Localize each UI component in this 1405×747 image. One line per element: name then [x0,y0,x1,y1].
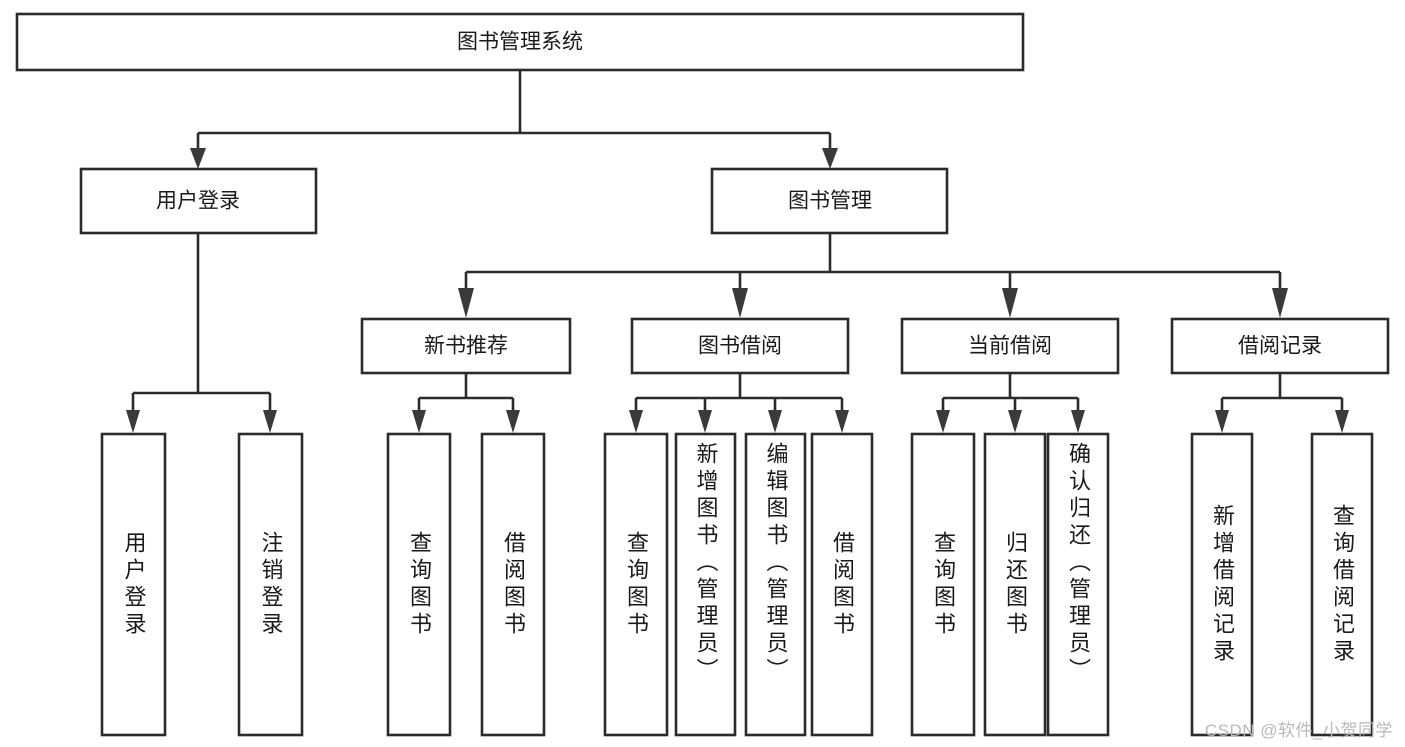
leaf-box-nbr-1[interactable] [386,432,452,737]
leaf-current-borrow-2-label: 归还图书 [1003,530,1028,639]
leaf-book-borrow-1-label: 查询图书 [624,530,649,639]
leaf-box-user-login-2[interactable] [237,432,304,737]
connector-group-book-manage [458,233,1288,318]
node-current-borrow-label: 当前借阅 [968,335,1052,358]
arrow-head-bm-4-icon [1272,288,1288,318]
arrow-head-user-login-2-icon [263,410,277,433]
arrow-head-bm-2-icon [732,288,748,318]
leaf-borrow-record-1-label: 新增借阅记录 [1210,503,1235,666]
leaf-current-borrow-3-label: 确认归还（管理员） [1066,442,1091,685]
node-book-manage-label: 图书管理 [788,190,872,213]
node-borrow-record[interactable]: 借阅记录 [1170,317,1390,375]
leaf-user-login-2-label: 注销登录 [258,530,284,639]
arrow-head-bb-3-icon [768,410,782,433]
leaf-user-login-1[interactable]: 用户登录 [102,434,165,735]
node-book-borrow-label: 图书借阅 [698,335,782,358]
leaf-box-bb-2[interactable] [674,432,737,737]
node-user-login-label: 用户登录 [156,190,240,213]
leaf-current-borrow-1[interactable]: 查询图书 [912,434,974,735]
arrow-head-br-1-icon [1215,410,1229,433]
node-root[interactable]: 图书管理系统 [15,12,1025,72]
leaf-book-borrow-3[interactable]: 编辑图书（管理员） [746,434,805,735]
arrow-head-bm-1-icon [458,288,474,318]
leaf-book-borrow-2[interactable]: 新增图书（管理员） [676,434,735,735]
arrow-head-br-2-icon [1335,410,1349,433]
leaf-book-borrow-4[interactable]: 借阅图书 [812,434,872,735]
node-book-borrow[interactable]: 图书借阅 [630,317,850,375]
connector-group-root [190,70,838,169]
leaf-user-login-1-label: 用户登录 [121,530,147,639]
leaf-current-borrow-2[interactable]: 归还图书 [985,434,1045,735]
leaf-book-borrow-1[interactable]: 查询图书 [605,434,667,735]
leaf-new-book-recommend-2-label: 借阅图书 [501,530,526,639]
leaf-user-login-2[interactable]: 注销登录 [239,434,302,735]
leaf-box-br-2[interactable] [1310,432,1374,737]
leaf-box-rects [100,432,1374,737]
connector-group-current-borrow [936,373,1085,433]
leaf-current-borrow-3[interactable]: 确认归还（管理员） [1048,434,1108,735]
leaf-new-book-recommend-2[interactable]: 借阅图书 [482,434,544,735]
arrow-head-bm-3-icon [1002,288,1018,318]
arrow-head-nbr-2-icon [506,410,520,433]
node-borrow-record-label: 借阅记录 [1238,335,1322,358]
arrow-head-root-2-icon [822,148,838,169]
node-book-borrow-box[interactable] [630,317,850,375]
leaf-new-book-recommend-1-label: 查询图书 [407,530,432,639]
arrow-head-cb-1-icon [936,410,950,433]
arrow-head-bb-4-icon [835,410,849,433]
leaf-box-cb-3[interactable] [1046,432,1110,737]
node-root-label: 图书管理系统 [457,31,583,54]
leaf-borrow-record-1[interactable]: 新增借阅记录 [1192,434,1252,735]
node-new-book-recommend-box[interactable] [360,317,572,375]
node-root-box[interactable] [15,12,1025,72]
arrow-head-user-login-1-icon [126,410,140,433]
leaf-box-bb-3[interactable] [744,432,807,737]
leaf-borrow-record-2[interactable]: 查询借阅记录 [1312,434,1372,735]
leaf-new-book-recommend-1[interactable]: 查询图书 [388,434,450,735]
node-borrow-record-box[interactable] [1170,317,1390,375]
node-current-borrow[interactable]: 当前借阅 [900,317,1120,375]
arrow-head-bb-1-icon [629,410,643,433]
node-book-manage-box[interactable] [710,167,949,235]
leaf-box-bb-1[interactable] [603,432,669,737]
arrow-head-cb-3-icon [1071,410,1085,433]
leaf-box-cb-2[interactable] [983,432,1047,737]
leaf-box-br-1[interactable] [1190,432,1254,737]
leaf-box-cb-1[interactable] [910,432,976,737]
leaf-book-borrow-2-label: 新增图书（管理员） [693,442,719,685]
node-user-login-box[interactable] [79,167,318,235]
leaf-book-borrow-3-label: 编辑图书（管理员） [763,442,789,685]
node-new-book-recommend[interactable]: 新书推荐 [360,317,572,375]
leaf-box-bb-4[interactable] [810,432,874,737]
connector-group-new-book-recommend [412,373,520,433]
node-user-login[interactable]: 用户登录 [79,167,318,235]
arrow-head-bb-2-icon [698,410,712,433]
arrow-head-root-1-icon [190,148,206,169]
connector-group-borrow-record [1215,373,1349,433]
arrow-head-cb-2-icon [1008,410,1022,433]
leaf-book-borrow-4-label: 借阅图书 [830,530,855,639]
leaf-borrow-record-2-label: 查询借阅记录 [1330,503,1355,666]
leaf-box-user-login-1[interactable] [100,432,167,737]
leaf-current-borrow-1-label: 查询图书 [931,530,956,639]
connector-group-book-borrow [629,373,849,433]
leaf-box-nbr-2[interactable] [480,432,546,737]
arrow-head-nbr-1-icon [412,410,426,433]
connector-group-user-login [126,233,277,433]
node-new-book-recommend-label: 新书推荐 [424,335,508,358]
node-book-manage[interactable]: 图书管理 [710,167,949,235]
